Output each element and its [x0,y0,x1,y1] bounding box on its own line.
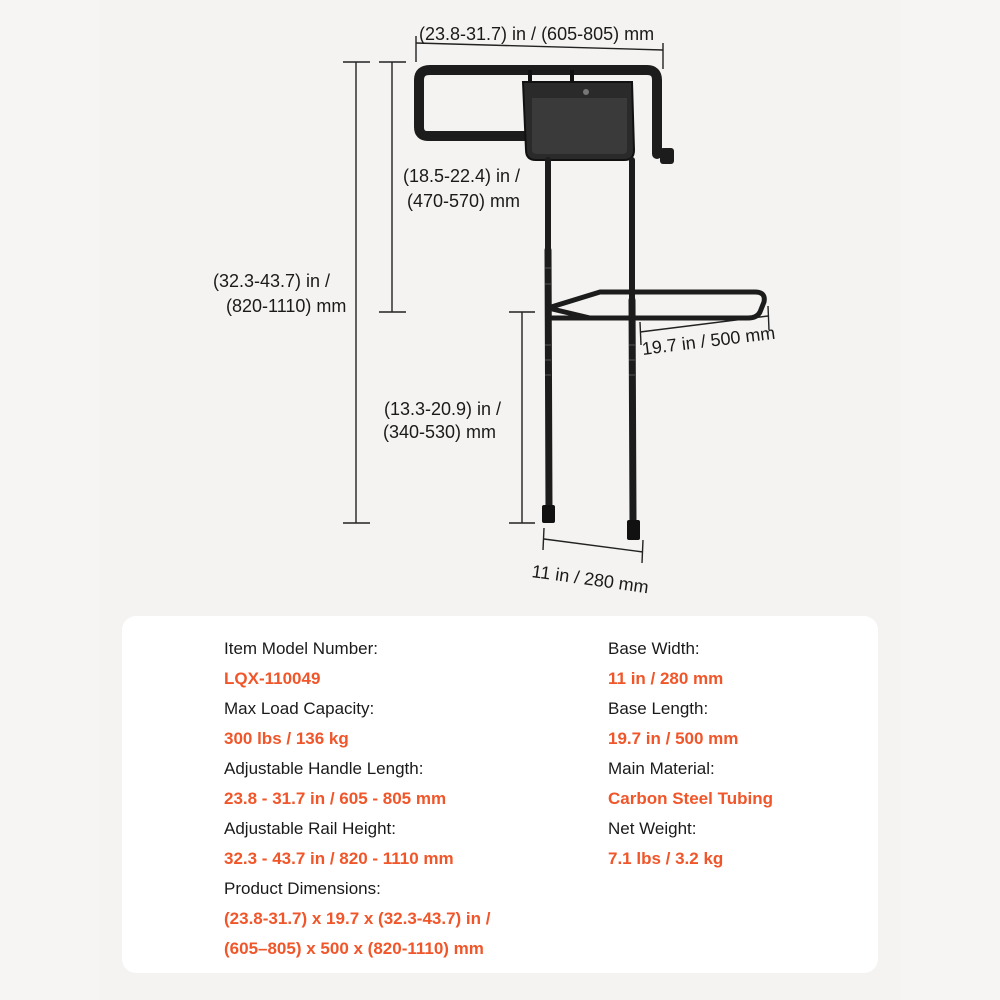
base-frame [545,289,767,321]
spec-value-dimensions-in: (23.8-31.7) x 19.7 x (32.3-43.7) in / [224,909,491,928]
foot-cap-icon [627,520,640,540]
spec-value-material: Carbon Steel Tubing [608,789,773,808]
dimension-lines [343,36,770,564]
foot-cap-icon [542,505,555,523]
spec-label-weight: Net Weight: [608,819,697,838]
spec-label-base-width: Base Width: [608,639,700,658]
spec-value-handle-length: 23.8 - 31.7 in / 605 - 805 mm [224,789,447,808]
spec-value-model: LQX-110049 [224,669,321,688]
spec-value-base-length: 19.7 in / 500 mm [608,729,739,748]
spec-label-handle-length: Adjustable Handle Length: [224,759,424,778]
spec-label-load: Max Load Capacity: [224,699,375,718]
legs [544,157,637,524]
bed-rail-illustration [343,36,770,564]
spec-value-dimensions-mm: (605–805) x 500 x (820-1110) mm [224,939,484,958]
specs-right-column: Base Width: 11 in / 280 mm Base Length: … [608,634,773,874]
total-height-dimension-line2: (820-1110) mm [226,296,347,316]
spec-value-load: 300 lbs / 136 kg [224,729,349,748]
spec-label-dimensions: Product Dimensions: [224,879,381,898]
spec-label-model: Item Model Number: [224,639,378,658]
specifications-card: Item Model Number: LQX-110049 Max Load C… [122,616,878,973]
spec-label-material: Main Material: [608,759,715,778]
spec-label-base-length: Base Length: [608,699,709,718]
total-height-dimension-line1: (32.3-43.7) in / [213,271,331,291]
spec-value-weight: 7.1 lbs / 3.2 kg [608,849,724,868]
handle-frame [414,65,662,159]
spec-label-rail-height: Adjustable Rail Height: [224,819,396,838]
leg-holes [545,267,635,376]
spec-value-base-width: 11 in / 280 mm [608,669,724,688]
handle-height-dimension-line2: (470-570) mm [407,191,521,211]
specs-left-column: Item Model Number: LQX-110049 Max Load C… [224,634,490,964]
handle-length-dimension: (23.8-31.7) in / (605-805) mm [419,24,655,44]
leg-height-dimension-line2: (340-530) mm [383,422,497,442]
storage-pouch-icon [521,70,636,161]
knob-icon [660,148,674,164]
spec-value-rail-height: 32.3 - 43.7 in / 820 - 1110 mm [224,849,454,868]
handle-height-dimension-line1: (18.5-22.4) in / [403,166,521,186]
leg-height-dimension-line1: (13.3-20.9) in / [384,399,502,419]
